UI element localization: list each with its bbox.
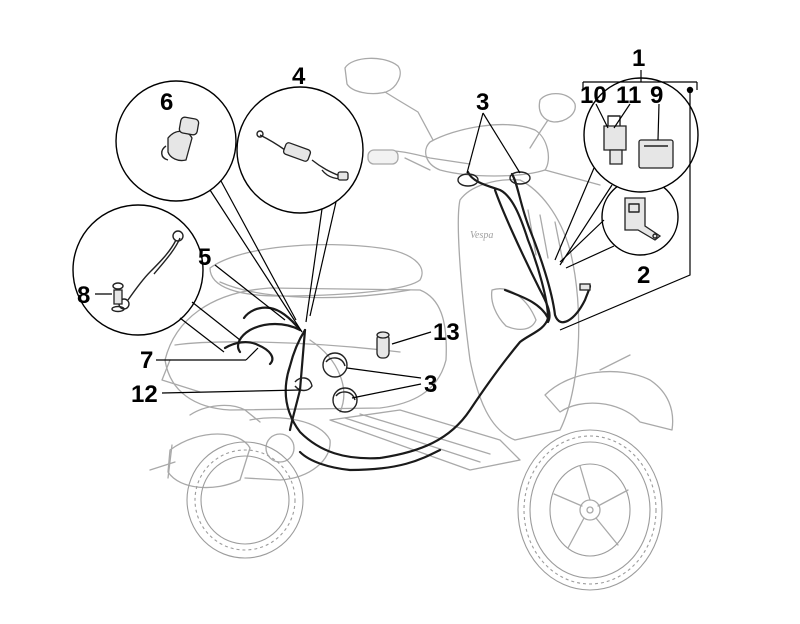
part-13-connector [376, 331, 390, 359]
callout-1: 1 [632, 45, 645, 72]
detail-circle-8 [72, 204, 204, 336]
right-mirror [529, 93, 576, 149]
callout-9: 9 [650, 82, 663, 109]
callout-12: 12 [131, 381, 158, 408]
callout-6: 6 [160, 89, 173, 116]
callout-labels: 1 10 11 9 2 3 3 4 5 6 7 8 12 13 [77, 45, 663, 408]
front-wheel [517, 429, 663, 591]
callout-7: 7 [140, 347, 153, 374]
detail-circle-2 [601, 178, 679, 256]
callout-4: 4 [292, 63, 306, 90]
detail-circle-4 [236, 86, 364, 214]
callout-10: 10 [580, 82, 607, 109]
detail-circle-6 [115, 80, 237, 202]
engine-exhaust [149, 404, 331, 489]
wiring-harness [223, 170, 592, 472]
left-mirror [344, 57, 434, 141]
callout-3-bottom: 3 [424, 371, 437, 398]
rear-wheel [186, 441, 304, 559]
callout-13: 13 [433, 319, 460, 346]
floorboard [329, 409, 521, 471]
callout-5: 5 [198, 244, 211, 271]
handlebar [367, 124, 601, 186]
callout-11: 11 [616, 82, 641, 109]
front-fender [544, 354, 674, 431]
callout-2: 2 [637, 262, 650, 289]
callout-3-top: 3 [476, 89, 489, 116]
clip-pair-floor [294, 352, 358, 413]
seat [209, 243, 423, 299]
detail-circle-1 [583, 77, 699, 193]
callout-8: 8 [77, 282, 90, 309]
svg-text:Vespa: Vespa [470, 230, 493, 241]
leader-lines [95, 70, 698, 399]
